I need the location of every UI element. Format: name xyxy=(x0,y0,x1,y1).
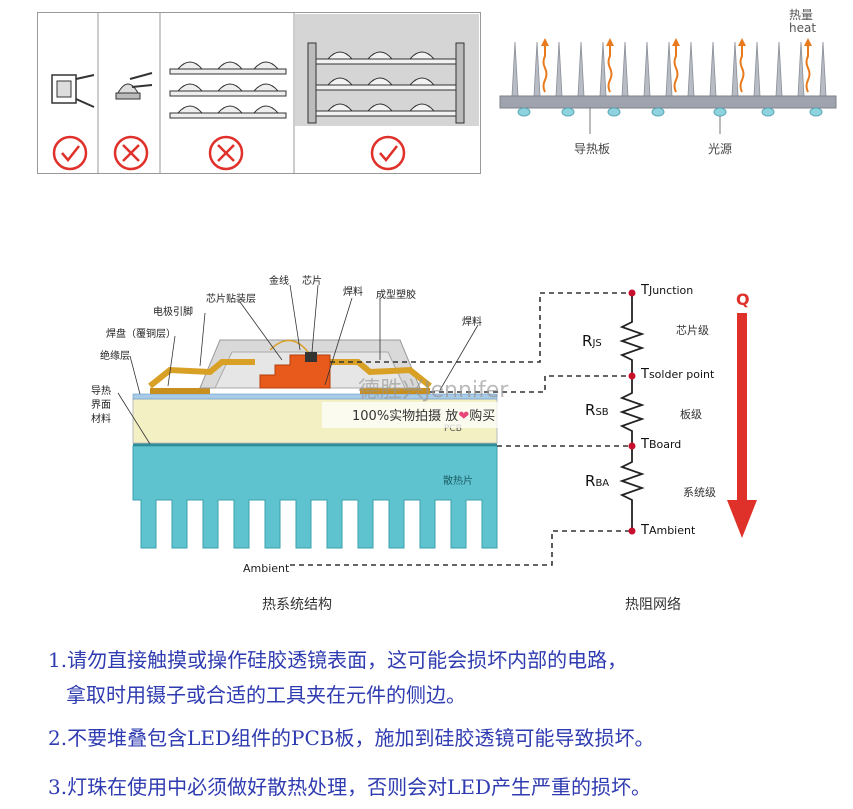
level-board: 板级 xyxy=(680,408,702,421)
heat-flow-arrow xyxy=(737,313,747,501)
watermark-text-1: 100%实物拍摄 放 xyxy=(352,409,459,424)
node-solder-point: Tsolder point xyxy=(641,367,715,382)
level-chip: 芯片级 xyxy=(676,324,709,337)
handling-panel xyxy=(37,12,481,174)
label-ambient: Ambient xyxy=(243,562,290,575)
cross-ng-icon xyxy=(113,135,149,171)
plate-label: 导热板 xyxy=(574,142,611,156)
resistor-rba: RBA xyxy=(585,472,610,490)
node-ambient: TAmbient xyxy=(641,523,696,538)
heat-label-en: heat xyxy=(789,21,817,35)
handling-illustrations xyxy=(51,13,479,173)
watermark-text-2: 购买 xyxy=(469,409,496,424)
heat-flow-label: Q xyxy=(736,290,750,309)
note-1: 1.请勿直接触摸或操作硅胶透镜表面，这可能会损坏内部的电路， xyxy=(48,648,628,672)
heatsink-shape xyxy=(132,445,498,549)
heart-icon: ❤ xyxy=(458,409,470,424)
structure-caption: 热系统结构 xyxy=(262,597,332,613)
heat-plate-illustration xyxy=(499,38,837,134)
check-ok-icon xyxy=(52,135,88,171)
label-pcb: PCB xyxy=(444,424,462,434)
light-source-label: 光源 xyxy=(708,142,733,156)
label-tim-1: 导热 xyxy=(91,386,111,397)
label-tim-2: 界面 xyxy=(91,400,111,411)
thermal-structure-diagram xyxy=(117,284,757,566)
heat-label-cn: 热量 xyxy=(789,8,814,22)
note-1b: 拿取时用镊子或合适的工具夹在元件的侧边。 xyxy=(66,683,466,707)
label-chip: 芯片 xyxy=(302,276,322,287)
tweezer-side-grip-icon xyxy=(51,74,95,108)
heat-plate-diagram: 热量 heat 导热板 光源 xyxy=(498,4,838,164)
tweezer-lens-grip-icon xyxy=(115,72,153,100)
cross-ng-icon xyxy=(208,135,244,171)
label-gold-wire: 金线 xyxy=(269,276,289,287)
label-pad: 焊盘（覆铜层） xyxy=(106,329,176,340)
watermark-banner xyxy=(322,402,530,428)
note-3: 3.灯珠在使用中必须做好散热处理，否则会对LED产生严重的损坏。 xyxy=(48,775,651,799)
label-insulation: 绝缘层 xyxy=(100,351,130,362)
resistor-rjs: RJS xyxy=(582,332,602,350)
watermark-line: 100%实物拍摄 放❤购买 xyxy=(352,405,495,424)
label-solder-top: 焊料 xyxy=(343,287,363,298)
label-tim-3: 材料 xyxy=(91,414,111,425)
stacked-pcb-with-spacer-icon xyxy=(307,42,465,124)
note-2: 2.不要堆叠包含LED组件的PCB板，施加到硅胶透镜可能导致损坏。 xyxy=(48,726,655,750)
stacked-pcb-no-spacer-icon xyxy=(169,61,287,119)
level-system: 系统级 xyxy=(683,486,716,499)
label-chip-attach: 芯片贴装层 xyxy=(206,294,256,305)
network-caption: 热阻网络 xyxy=(625,597,681,613)
label-electrode: 电极引脚 xyxy=(153,307,193,318)
node-board: TBoard xyxy=(641,437,682,452)
label-molding: 成型塑胶 xyxy=(376,290,416,301)
label-solder-right: 焊料 xyxy=(462,317,482,328)
check-ok-icon xyxy=(370,135,406,171)
resistor-rsb: RSB xyxy=(585,401,609,419)
label-heatsink: 散热片 xyxy=(443,476,473,487)
node-junction: TJunction xyxy=(641,283,694,298)
watermark-brand: 德胜兴Jennifer xyxy=(358,378,509,403)
